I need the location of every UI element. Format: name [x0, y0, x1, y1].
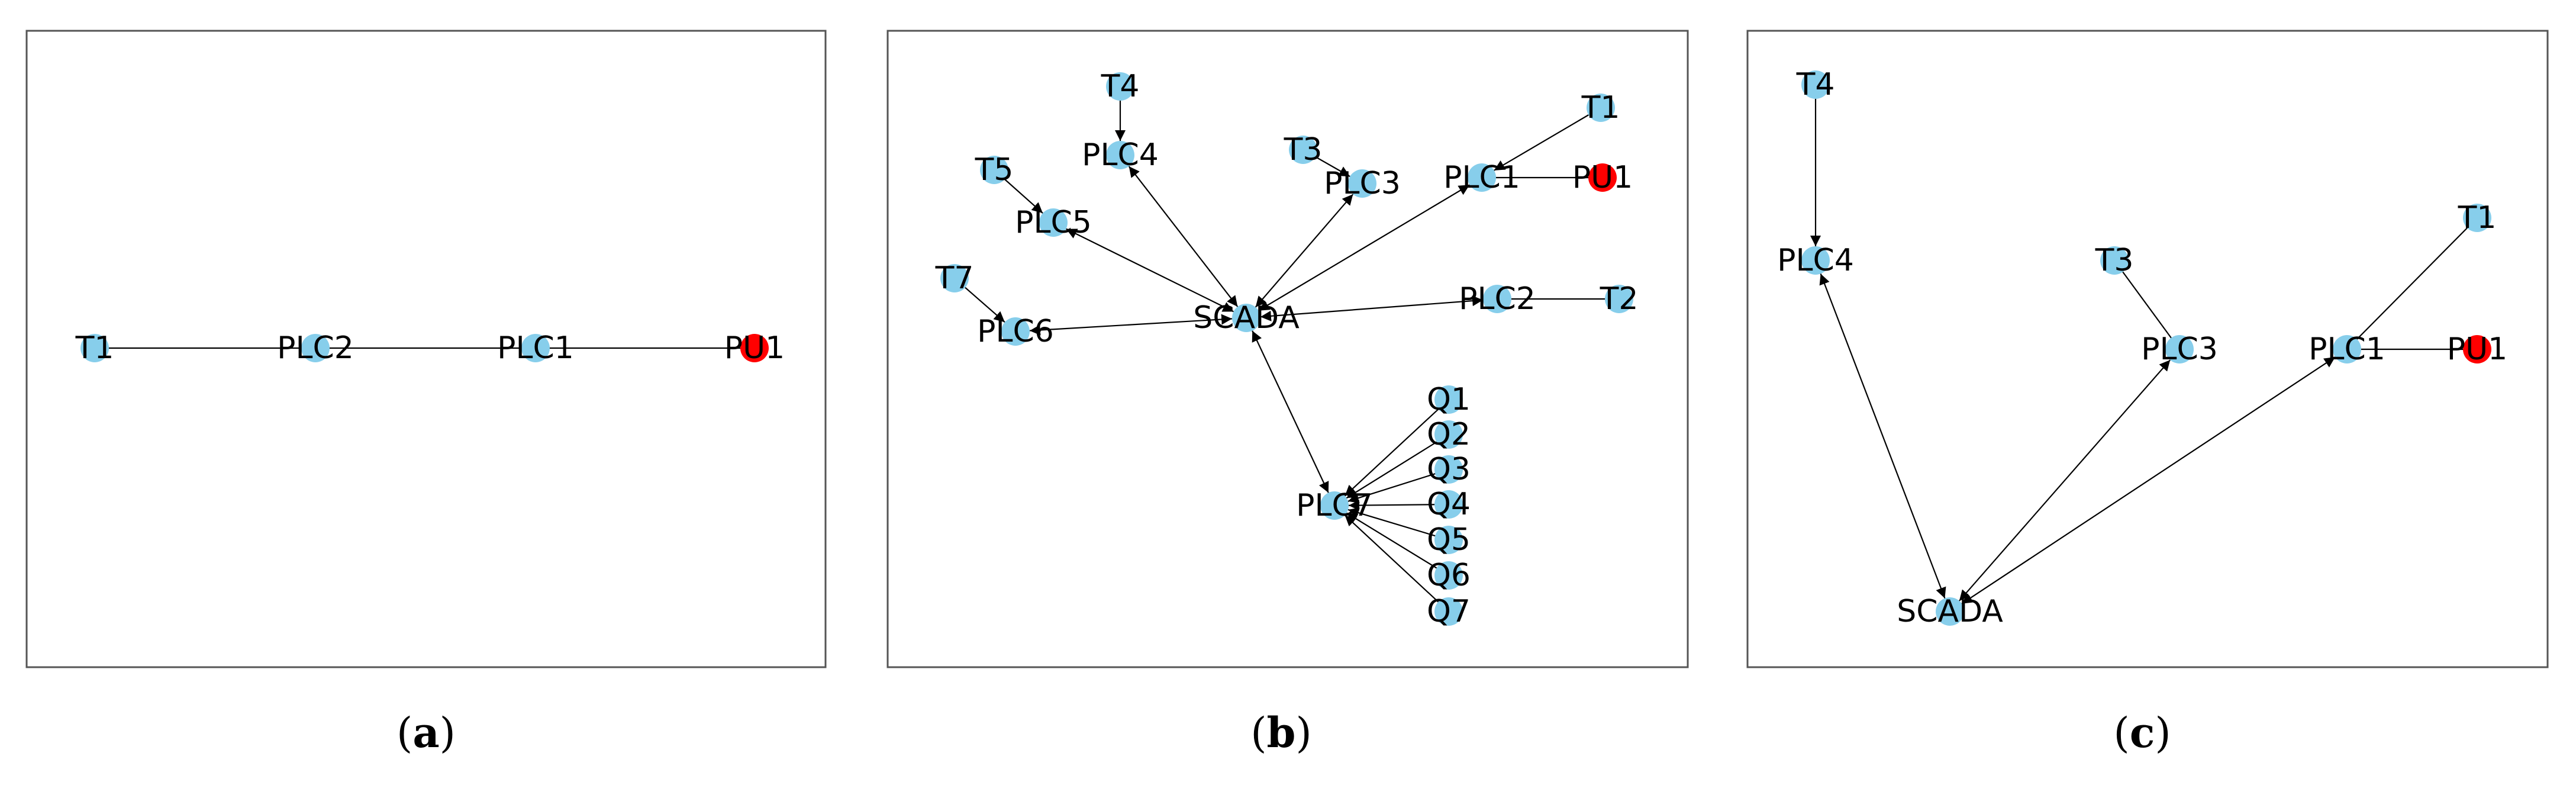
node-label-t1: T1 — [2458, 200, 2497, 236]
panel-c-caption: (c) — [2113, 708, 2171, 757]
edge-q1-plc7 — [1344, 399, 1449, 497]
node-label-q1: Q1 — [1427, 382, 1471, 417]
edge-plc4-scada — [1819, 274, 1946, 599]
node-label-pu1: PU1 — [2447, 332, 2508, 367]
node-label-plc4: PLC4 — [1082, 137, 1159, 173]
node-label-scada: SCADA — [1193, 300, 1300, 336]
panel-a-caption: (a) — [396, 708, 456, 757]
node-plc2 — [1483, 285, 1511, 313]
node-label-plc3: PLC3 — [1324, 166, 1401, 201]
node-label-t1: T1 — [75, 330, 114, 366]
edge-q6-plc7 — [1346, 512, 1449, 576]
node-label-scada: SCADA — [1897, 594, 2003, 629]
node-plc3 — [1348, 169, 1376, 198]
node-label-t5: T5 — [975, 152, 1014, 188]
node-t7 — [940, 264, 969, 292]
node-label-plc1: PLC1 — [2309, 332, 2385, 367]
node-label-q3: Q3 — [1427, 452, 1471, 487]
node-plc1 — [2333, 335, 2361, 363]
node-label-t3: T3 — [2095, 243, 2134, 278]
panel-b-caption: (b) — [1250, 708, 1312, 757]
node-label-t2: T2 — [1600, 281, 1639, 317]
node-plc5 — [1039, 208, 1068, 237]
edge-plc1-scada — [1258, 184, 1470, 311]
node-label-plc7: PLC7 — [1296, 488, 1373, 523]
node-t4 — [1801, 70, 1830, 99]
edge-t1-plc1 — [2346, 217, 2478, 350]
panel-a-frame — [25, 30, 827, 668]
node-label-plc1: PLC1 — [497, 330, 574, 366]
node-t4 — [1106, 72, 1134, 101]
node-label-q2: Q2 — [1427, 417, 1471, 452]
panel-a-nodes: T1 PLC2 PLC1 PU1 — [75, 330, 785, 366]
node-t3 — [1289, 136, 1317, 164]
node-plc1 — [1468, 163, 1496, 192]
node-t2 — [1605, 285, 1633, 313]
node-label-q4: Q4 — [1427, 487, 1471, 522]
edge-q3-plc7 — [1347, 468, 1449, 503]
node-label-t1: T1 — [1581, 90, 1620, 126]
node-pu1 — [1588, 163, 1617, 192]
node-label-plc2: PLC2 — [1459, 281, 1536, 317]
node-plc7 — [1320, 491, 1349, 520]
node-q3 — [1434, 455, 1463, 484]
edge-plc2-scada — [1260, 295, 1484, 321]
node-label-plc6: PLC6 — [977, 314, 1054, 349]
edge-plc5-scada — [1066, 228, 1234, 313]
node-q4 — [1434, 490, 1463, 519]
node-label-plc4: PLC4 — [1777, 243, 1854, 278]
edge-t3-plc3 — [2114, 260, 2180, 350]
edge-q5-plc7 — [1347, 507, 1449, 541]
node-label-plc3: PLC3 — [2141, 332, 2218, 367]
node-label-t7: T7 — [935, 260, 974, 296]
node-label-q5: Q5 — [1427, 522, 1471, 558]
edge-plc6-scada — [1029, 314, 1233, 336]
edge-plc1-scada — [1961, 356, 2336, 604]
panel-b-edges — [954, 86, 1619, 612]
node-label-q7: Q7 — [1427, 594, 1471, 629]
node-q6 — [1434, 561, 1463, 590]
node-pu1 — [740, 334, 769, 362]
node-t5 — [980, 156, 1008, 184]
node-plc4 — [1106, 141, 1134, 169]
node-plc2 — [301, 334, 330, 362]
node-plc4 — [1801, 246, 1830, 275]
edge-t1-plc1 — [1494, 107, 1601, 171]
node-label-pu1: PU1 — [1572, 160, 1633, 195]
node-label-t3: T3 — [1284, 132, 1323, 168]
edge-plc7-scada — [1252, 330, 1329, 493]
node-t1 — [80, 334, 109, 362]
node-q7 — [1434, 597, 1463, 626]
node-pu1 — [2463, 335, 2491, 363]
edge-q2-plc7 — [1346, 434, 1449, 499]
node-label-t4: T4 — [1101, 69, 1140, 104]
node-label-plc2: PLC2 — [277, 330, 354, 366]
panel-c-edges — [1810, 85, 2478, 604]
node-label-pu1: PU1 — [724, 330, 785, 366]
node-label-plc5: PLC5 — [1015, 205, 1092, 240]
node-t1 — [1587, 94, 1615, 122]
panel-a: T1 PLC2 PLC1 PU1 (a) — [25, 30, 827, 757]
node-plc3 — [2165, 335, 2194, 363]
node-q1 — [1434, 385, 1463, 414]
node-label-t4: T4 — [1796, 67, 1835, 102]
node-t1 — [2463, 204, 2491, 232]
node-scada — [1232, 304, 1260, 332]
node-t3 — [2100, 246, 2129, 275]
node-q2 — [1434, 420, 1463, 449]
edge-q4-plc7 — [1348, 500, 1449, 511]
node-scada — [1936, 597, 1964, 626]
node-label-q6: Q6 — [1427, 558, 1471, 593]
edge-q7-plc7 — [1344, 514, 1449, 612]
node-label-plc1: PLC1 — [1443, 160, 1520, 195]
node-plc6 — [1001, 317, 1030, 346]
node-plc1 — [521, 334, 550, 362]
node-q5 — [1434, 526, 1463, 554]
